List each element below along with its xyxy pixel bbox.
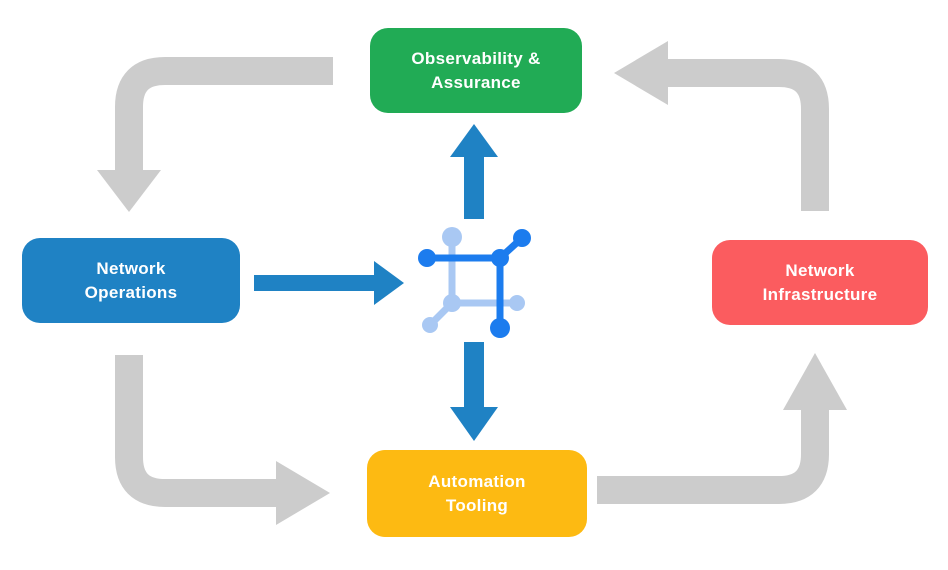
node-network-operations-label: Network Operations xyxy=(84,258,178,302)
gray-arrow-shaft xyxy=(597,409,829,504)
node-observability-assurance-label: Observability & Assurance xyxy=(411,48,541,92)
gray-arrow-operations-to-automation xyxy=(115,355,330,525)
node-network-infrastructure-label: Network Infrastructure xyxy=(762,260,878,304)
node-observability-assurance: Observability & Assurance xyxy=(370,28,582,113)
node-network-operations: Network Operations xyxy=(22,238,240,323)
network-nodes-icon-light-parts xyxy=(422,227,525,333)
blue-arrowhead-down xyxy=(450,407,498,441)
blue-arrow-icon-to-observability xyxy=(450,124,498,219)
node-network-infrastructure: Network Infrastructure xyxy=(712,240,928,325)
network-nodes-icon-dark-parts xyxy=(418,229,531,338)
gray-arrowhead-right xyxy=(276,461,330,525)
node-automation-tooling: Automation Tooling xyxy=(367,450,587,537)
gray-arrowhead-left xyxy=(614,41,668,105)
gray-arrowhead-up xyxy=(783,353,847,410)
node-automation-tooling-label: Automation Tooling xyxy=(428,471,526,515)
gray-arrow-observability-to-operations xyxy=(97,57,333,212)
blue-arrow-icon-to-automation xyxy=(450,342,498,441)
gray-arrow-shaft xyxy=(115,355,276,507)
gray-arrow-shaft xyxy=(115,57,333,172)
gray-arrow-shaft xyxy=(668,59,829,211)
gray-arrow-automation-to-infrastructure xyxy=(597,353,847,504)
gray-arrow-infrastructure-to-observability xyxy=(614,41,829,211)
gray-arrowhead-down xyxy=(97,170,161,212)
blue-arrowhead-up xyxy=(450,124,498,157)
blue-arrowhead-right xyxy=(374,261,404,305)
blue-arrow-operations-to-icon xyxy=(254,261,404,305)
network-nodes-icon xyxy=(418,227,531,338)
